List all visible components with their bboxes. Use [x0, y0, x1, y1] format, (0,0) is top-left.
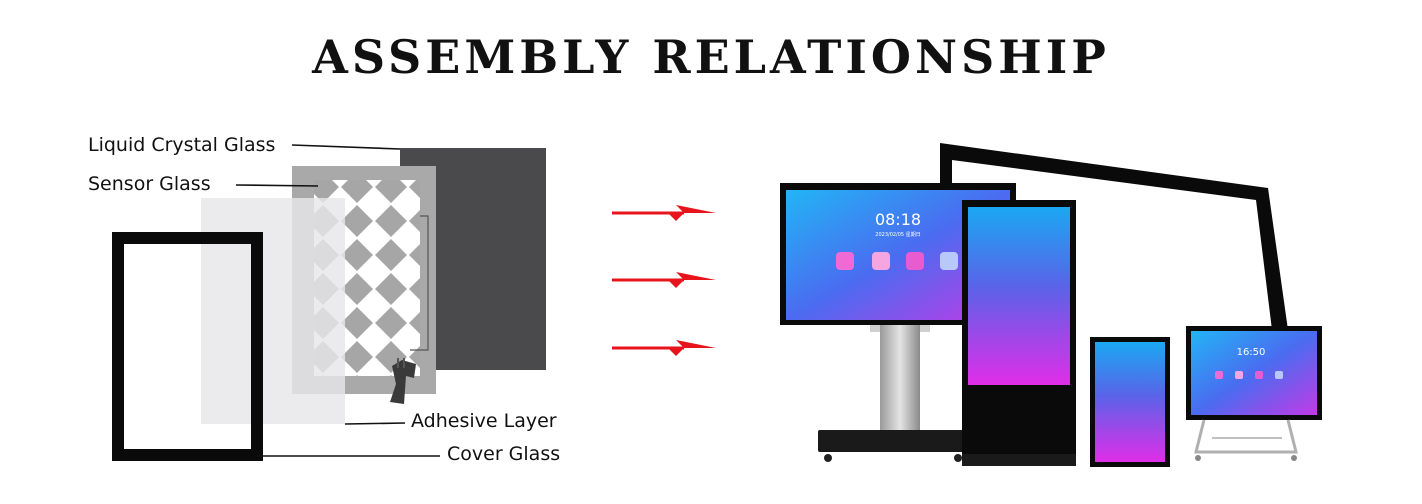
- app-icon: [872, 252, 890, 270]
- arrow-icon: [612, 340, 716, 356]
- adhesive-layer: [201, 198, 345, 424]
- leader-line-liquid-crystal: [291, 144, 401, 150]
- app-icon: [1215, 371, 1223, 379]
- leader-line-sensor: [235, 184, 319, 187]
- label-cover-glass: Cover Glass: [447, 443, 561, 465]
- arrow-icon: [612, 205, 716, 221]
- app-icon: [836, 252, 854, 270]
- tabletop-display: 16:50: [1186, 326, 1322, 461]
- cover-glass-layer: [112, 232, 263, 461]
- digital-signage-kiosk: [962, 200, 1076, 466]
- page-title: ASSEMBLY RELATIONSHIP: [312, 30, 1110, 84]
- portrait-display: [1090, 337, 1170, 467]
- flex-cable-icon: [390, 360, 416, 404]
- tabletop-clock: 16:50: [1237, 347, 1266, 358]
- app-icon: [1235, 371, 1243, 379]
- app-icon: [940, 252, 958, 270]
- app-icon: [1255, 371, 1263, 379]
- touch-frame: [940, 143, 1288, 330]
- label-sensor-glass: Sensor Glass: [88, 173, 211, 195]
- arrow-icon: [612, 272, 716, 288]
- leader-line-adhesive: [344, 422, 406, 425]
- label-liquid-crystal-glass: Liquid Crystal Glass: [88, 134, 276, 156]
- label-adhesive-layer: Adhesive Layer: [411, 410, 557, 432]
- panel-clock: 08:18: [875, 210, 921, 229]
- panel-date: 2023/02/05 星期日: [875, 232, 920, 238]
- app-icon: [1275, 371, 1283, 379]
- app-icon: [906, 252, 924, 270]
